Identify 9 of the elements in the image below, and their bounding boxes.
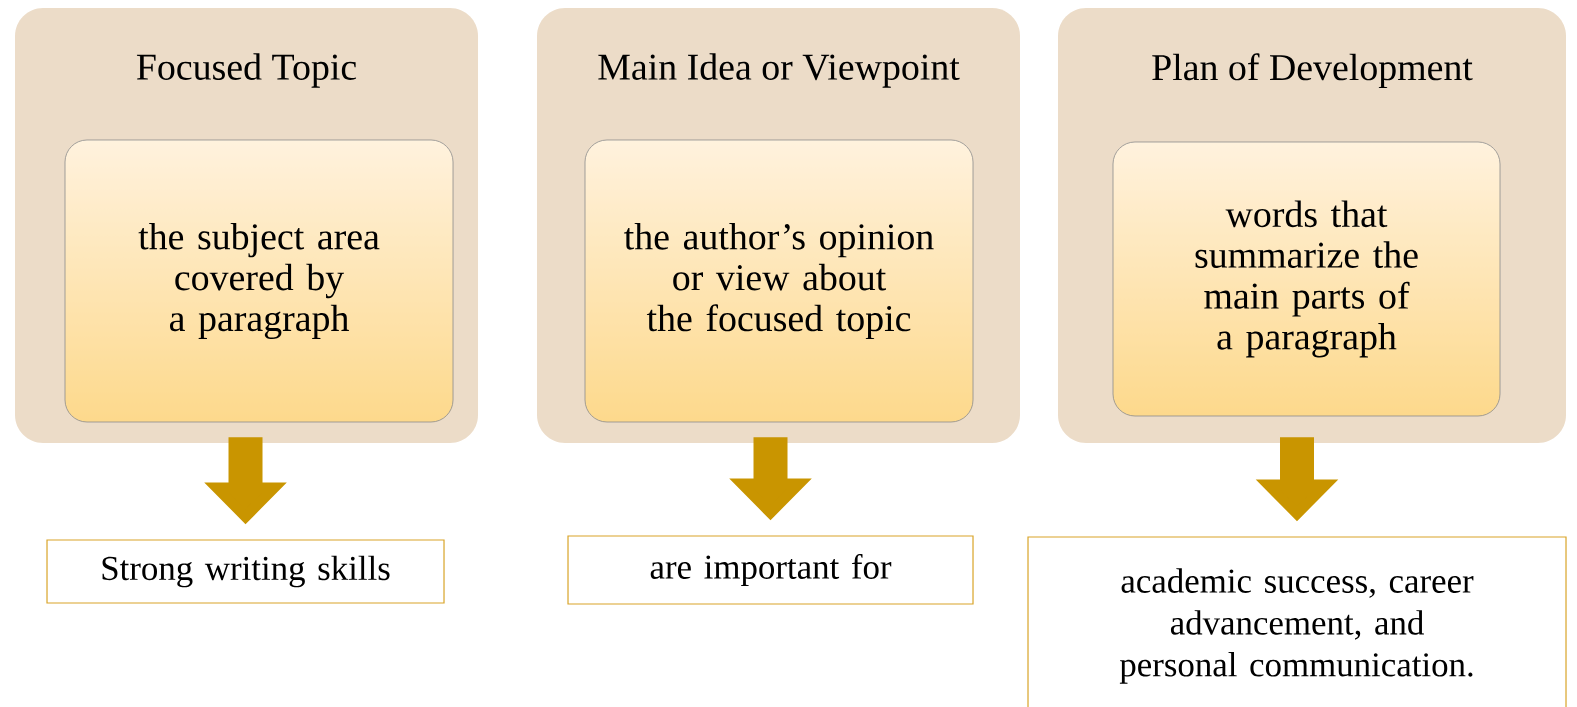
text-box: academic success, career advancement, and personal communication. [1027, 536, 1567, 707]
text-box: Strong writing skills [46, 539, 445, 604]
panel-title: Main Idea or Viewpoint [598, 53, 960, 88]
text-box: the subject area covered by a paragraph [64, 139, 454, 423]
text-box: are important for [567, 535, 974, 605]
panel-title: Plan of Development [1152, 53, 1473, 89]
text-box: words that summarize the main parts of a paragraph [1112, 141, 1501, 417]
panel-title: Focused Topic [136, 53, 357, 88]
text-box: the author’s opinion or view about the focused topic [584, 139, 974, 423]
